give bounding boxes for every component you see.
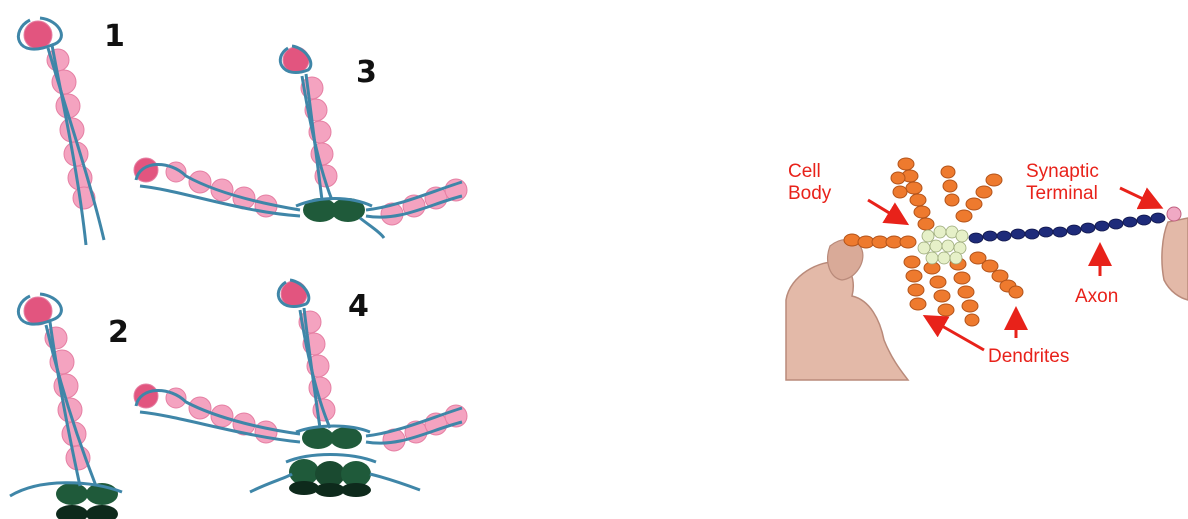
green-bead-clusters [289,427,371,497]
step-number-3: 3 [356,55,377,90]
label-synaptic-line1: Synaptic [1026,161,1099,182]
right-hand [1162,218,1188,300]
label-arrows [868,188,1158,350]
left-thumb [828,240,863,280]
label-cell-body-line1: Cell [788,161,821,182]
arrow-cell-body [868,200,904,222]
label-synaptic-line2: Terminal [1026,183,1098,204]
blue-cord [10,294,122,496]
step-number-1: 1 [104,19,125,54]
cell-body-cluster [918,226,968,264]
step-number-2: 2 [108,315,129,350]
step-1-figure: 1 [18,18,124,245]
step-2-figure: 2 [10,294,129,519]
neuron-bead-model: Cell Body Synaptic Terminal Axon Dendrit… [786,158,1188,380]
axon-chain [969,213,1165,243]
step-4-figure: 4 [134,280,467,497]
label-dendrites: Dendrites [988,346,1069,367]
step-3-figure: 3 [134,46,467,238]
label-axon: Axon [1075,286,1118,307]
arrow-synaptic-terminal [1120,188,1158,206]
left-hand [786,262,908,380]
synaptic-terminal-bead [1167,207,1181,221]
step-number-4: 4 [348,289,369,324]
label-cell-body-line2: Body [788,183,832,204]
